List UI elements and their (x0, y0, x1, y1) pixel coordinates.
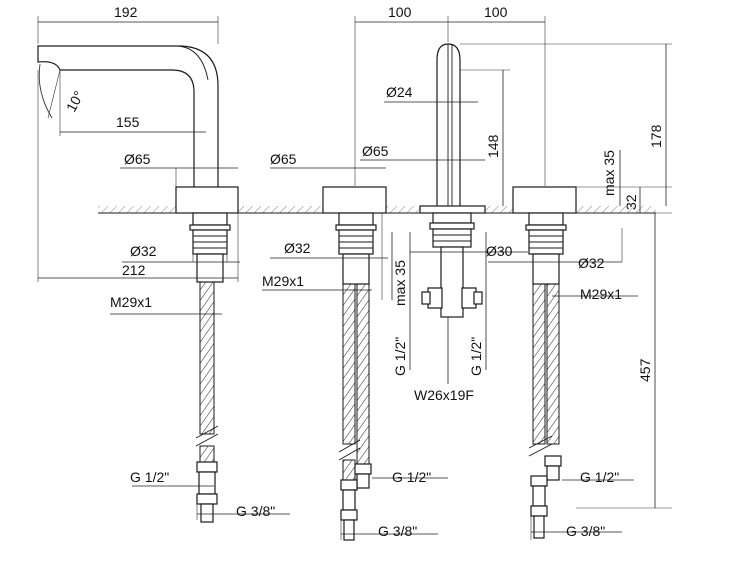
label-shank-left: Ø32 (130, 243, 157, 259)
label-155: 155 (116, 114, 140, 130)
label-100-left: 100 (388, 4, 412, 20)
label-457: 457 (637, 358, 653, 382)
label-192: 192 (114, 4, 138, 20)
label-hose-g38-mid: G 3/8" (378, 523, 417, 539)
label-thread-left: M29x1 (110, 294, 152, 310)
label-thread-right: M29x1 (580, 286, 622, 302)
dimension-labels: 192 100 100 10° 155 Ø65 Ø65 Ø65 Ø24 148 … (63, 4, 664, 539)
right-valve-assembly (512, 186, 577, 539)
dimension-lines (37, 16, 672, 540)
label-100-right: 100 (484, 4, 508, 20)
label-spout-diameter: Ø24 (386, 84, 413, 100)
label-212: 212 (122, 262, 146, 278)
label-178: 178 (648, 124, 664, 148)
middle-valve-assembly (322, 186, 387, 541)
label-rosette-mid: Ø65 (270, 151, 297, 167)
spout-assembly (419, 43, 486, 318)
label-148: 148 (485, 134, 501, 158)
label-inlet-right: G 1/2" (468, 337, 484, 376)
label-32: 32 (623, 194, 639, 210)
label-connector: W26x19F (414, 387, 474, 403)
label-thread-mid: M29x1 (262, 273, 304, 289)
label-hose-g38-right: G 3/8" (566, 523, 605, 539)
label-hose-g38-left: G 3/8" (236, 503, 275, 519)
label-shank-spout: Ø30 (486, 243, 513, 259)
label-hose-g12-left: G 1/2" (130, 469, 169, 485)
label-hose-g12-right: G 1/2" (580, 469, 619, 485)
label-max35-right: max 35 (601, 150, 617, 196)
label-rosette-spout: Ø65 (362, 143, 389, 159)
label-shank-mid: Ø32 (284, 240, 311, 256)
label-hose-g12-mid: G 1/2" (392, 469, 431, 485)
label-angle: 10° (63, 88, 87, 114)
label-inlet-left: G 1/2" (392, 337, 408, 376)
label-rosette-left: Ø65 (124, 151, 151, 167)
label-max35-mid: max 35 (392, 260, 408, 306)
label-shank-right: Ø32 (578, 255, 605, 271)
left-valve-assembly (37, 45, 239, 523)
